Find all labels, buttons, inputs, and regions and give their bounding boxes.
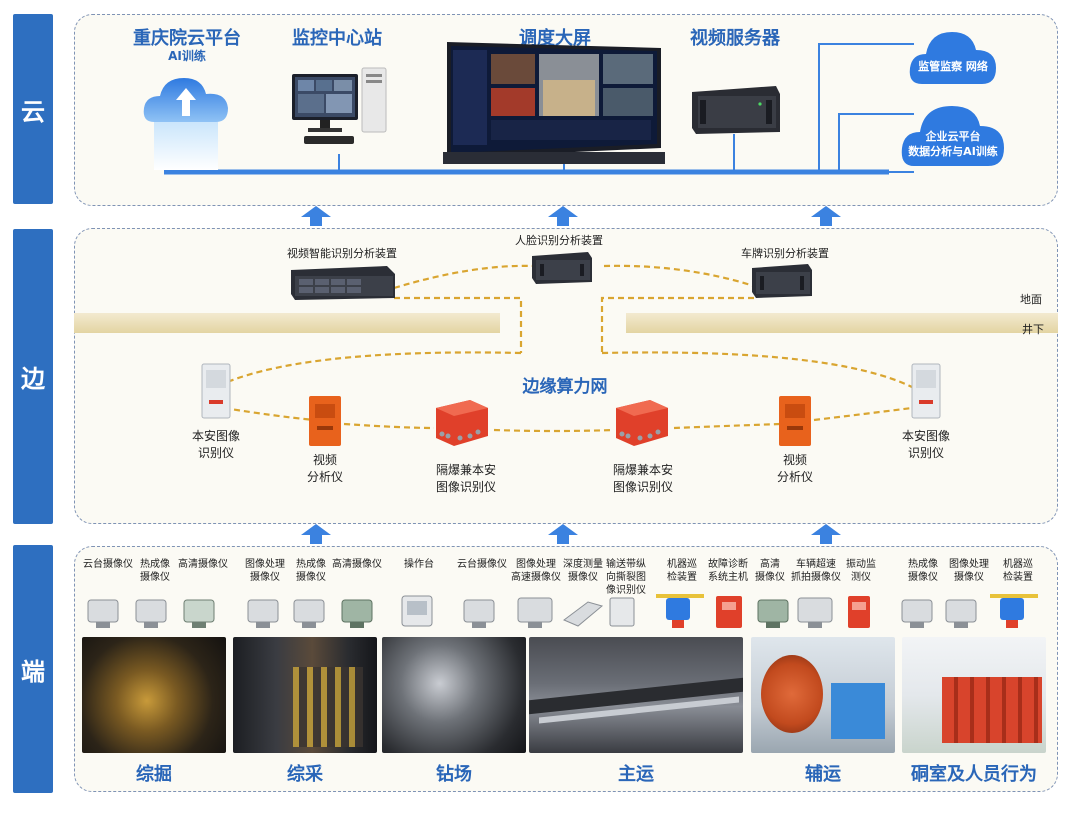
terminal-device-label: 高清 摄像仪: [755, 559, 785, 583]
up-arrow-icon: [301, 524, 331, 544]
edge-node-label: 视频 分析仪: [776, 453, 813, 484]
tier-tab-edge: 边: [13, 229, 53, 524]
tier-tab-terminal: 端: [13, 545, 53, 793]
scene-photo-mining: [233, 637, 377, 753]
enterprise-cloud-label: 企业云平台 数据分析与AI训练: [908, 130, 998, 158]
inspection-robot-icon: [990, 594, 1038, 628]
thermal-camera-icon: [293, 599, 325, 628]
terminal-device-label: 车辆超速 抓拍摄像仪: [791, 559, 841, 583]
terminal-device-label: 机器巡 检装置: [667, 559, 697, 583]
terminal-device-label: 热成像 摄像仪: [908, 559, 938, 583]
terminal-device-label: 图像处理 摄像仪: [245, 559, 285, 583]
server-rack-icon: [692, 86, 780, 134]
hd-camera-icon: [757, 599, 789, 628]
device-plate-label: 车牌识别分析装置: [741, 247, 829, 260]
big-screen-title: 调度大屏: [519, 28, 591, 49]
scene-label: 主运: [618, 764, 654, 785]
video-server-title: 视频服务器: [690, 28, 780, 49]
inspection-robot-icon: [656, 594, 704, 628]
terminal-device-label: 深度测量 摄像仪: [563, 559, 603, 583]
supervision-cloud-icon: [909, 32, 996, 84]
thermal-camera-icon: [135, 599, 167, 628]
tier-tab-cloud: 云: [13, 14, 53, 204]
edge-node-label: 本安图像 识别仪: [191, 429, 240, 460]
pan-tilt-camera-icon: [87, 599, 119, 628]
up-arrow-icon: [301, 206, 331, 226]
video-analyzer-icon: [309, 396, 341, 446]
device-video-label: 视频智能识别分析装置: [287, 247, 397, 260]
monitor-station-title: 监控中心站: [292, 28, 382, 49]
scene-label: 钻场: [436, 764, 472, 785]
video-wall-icon: [443, 42, 665, 164]
terminal-device-label: 输送带纵 向撕裂图 像识别仪: [606, 559, 646, 596]
scene-photo-aux-transport: [751, 637, 895, 753]
terminal-device-label: 操作台: [404, 559, 434, 570]
explosion-proof-recognizer-icon: [436, 400, 488, 446]
plate-analysis-server-icon: [752, 264, 812, 298]
scene-label: 硐室及人员行为: [911, 764, 1037, 785]
terminal-device-icons: [87, 594, 1038, 628]
video-analysis-server-icon: [291, 266, 395, 300]
terminal-device-label: 热成像 摄像仪: [296, 559, 326, 583]
up-arrow-icon: [811, 206, 841, 226]
ai-platform-title: 重庆院云平台: [133, 28, 241, 49]
intrinsic-safe-recognizer-icon: [201, 363, 231, 419]
console-icon: [401, 595, 433, 627]
ai-platform-sub: AI训练: [168, 49, 206, 63]
terminal-device-label: 图像处理 摄像仪: [949, 559, 989, 583]
thermal-camera-icon: [901, 599, 933, 628]
scene-photo-tunneling: [82, 637, 226, 753]
hd-camera-icon: [341, 599, 373, 628]
face-analysis-server-icon: [532, 252, 592, 284]
terminal-device-label: 云台摄像仪: [83, 559, 133, 570]
fault-diagnosis-host-icon: [716, 596, 742, 628]
underground-label: 井下: [1022, 323, 1044, 336]
up-arrow-icon: [811, 524, 841, 544]
ground-band-right: [626, 313, 1058, 333]
workstation-icon: [292, 67, 387, 144]
pan-tilt-camera-icon: [463, 599, 495, 628]
high-speed-camera-icon: [517, 597, 553, 628]
ground-label: 地面: [1020, 293, 1042, 306]
supervision-cloud-label: 监管监察 网络: [918, 59, 988, 73]
image-processing-camera-icon: [247, 599, 279, 628]
edge-network-title: 边缘算力网: [522, 377, 608, 397]
scene-photo-main-transport: [529, 637, 743, 753]
scene-label: 辅运: [805, 764, 841, 785]
hd-camera-icon: [183, 599, 215, 628]
device-face-label: 人脸识别分析装置: [515, 234, 603, 247]
terminal-device-label: 云台摄像仪: [457, 559, 507, 570]
edge-node-label: 隔爆兼本安 图像识别仪: [612, 463, 673, 494]
scene-label: 综掘: [136, 764, 172, 785]
edge-node-label: 本安图像 识别仪: [901, 429, 950, 460]
explosion-proof-recognizer-icon: [616, 400, 668, 446]
terminal-device-label: 高清摄像仪: [332, 559, 382, 570]
terminal-device-label: 机器巡 检装置: [1003, 559, 1033, 583]
terminal-device-label: 图像处理 高速摄像仪: [511, 559, 561, 583]
intrinsic-safe-recognizer-icon: [911, 363, 941, 419]
ai-cloud-icon: [143, 78, 228, 170]
scene-photo-chamber: [902, 637, 1046, 753]
belt-tear-recognizer-icon: [609, 597, 635, 627]
up-arrow-icon: [548, 524, 578, 544]
edge-node-label: 隔爆兼本安 图像识别仪: [435, 463, 496, 494]
scene-photo-drilling: [382, 637, 526, 753]
cloud-network-lines: [164, 43, 914, 175]
up-arrow-icon: [548, 206, 578, 226]
video-analyzer-icon: [779, 396, 811, 446]
vibration-monitor-icon: [848, 596, 870, 628]
depth-camera-icon: [563, 601, 604, 627]
terminal-device-label: 故障诊断 系统主机: [708, 559, 748, 583]
terminal-device-label: 振动监 测仪: [846, 559, 876, 583]
speed-capture-camera-icon: [797, 597, 833, 628]
edge-node-label: 视频 分析仪: [306, 453, 343, 484]
scene-label: 综采: [287, 764, 323, 785]
terminal-device-label: 热成像 摄像仪: [140, 559, 170, 583]
ground-band-left: [74, 313, 500, 333]
edge-network-links: [213, 264, 915, 433]
terminal-device-label: 高清摄像仪: [178, 559, 228, 570]
enterprise-cloud-icon: [901, 106, 1004, 166]
image-processing-camera-icon: [945, 599, 977, 628]
